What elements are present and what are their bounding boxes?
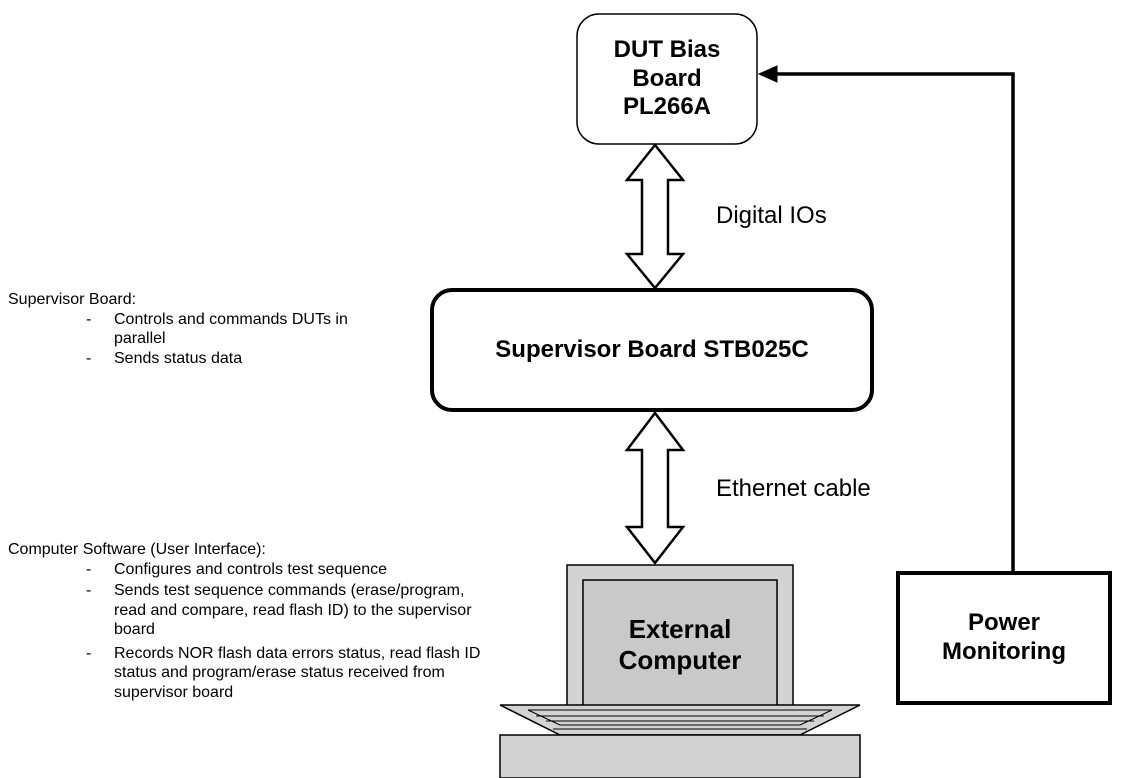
power-monitoring-box — [896, 571, 1112, 705]
power-to-dut-arrowhead — [757, 65, 778, 83]
external-computer-line-1: External — [628, 613, 732, 644]
computer-note-item: -Records NOR flash data errors status, r… — [86, 644, 481, 701]
digital-io-label: Digital IOs — [716, 202, 827, 229]
supervisor-notes-heading: Supervisor Board: — [8, 291, 137, 308]
external-computer-line-2: Computer — [618, 645, 742, 675]
digital-io-double-arrow — [624, 142, 686, 290]
dut-bias-board-label: DUT Bias Board PL266A — [577, 14, 757, 144]
ethernet-cable-label: Ethernet cable — [716, 475, 871, 502]
power-monitoring-line-1: Power — [967, 609, 1041, 637]
power-to-dut-line — [775, 72, 1015, 573]
computer-notes-heading: Computer Software (User Interface): — [8, 541, 266, 558]
computer-note-item: -Configures and controls test sequence — [86, 560, 388, 578]
supervisor-board-label: Supervisor Board STB025C — [495, 335, 809, 363]
supervisor-note-item: -Sends status data — [86, 349, 243, 367]
laptop-base — [499, 734, 861, 778]
computer-software-notes: Computer Software (User Interface): -Con… — [8, 540, 483, 704]
external-computer-laptop — [499, 564, 861, 778]
computer-note-item: -Sends test sequence commands (erase/pro… — [86, 582, 472, 639]
dut-bias-line-2: Board — [632, 64, 702, 92]
laptop-screen — [582, 579, 778, 711]
supervisor-board-box — [430, 288, 874, 412]
external-computer-label: External Computer — [597, 595, 763, 695]
power-monitoring-line-2: Monitoring — [942, 638, 1066, 665]
dut-bias-line-1: DUT Bias — [613, 35, 721, 63]
dut-bias-line-3: PL266A — [622, 93, 712, 121]
supervisor-notes: Supervisor Board: -Controls and commands… — [8, 290, 368, 368]
dut-bias-board-box — [576, 13, 758, 145]
power-monitoring-label: Power Monitoring — [898, 573, 1110, 703]
ethernet-double-arrow — [624, 410, 686, 566]
supervisor-note-item: -Controls and commands DUTs in parallel — [86, 310, 348, 348]
